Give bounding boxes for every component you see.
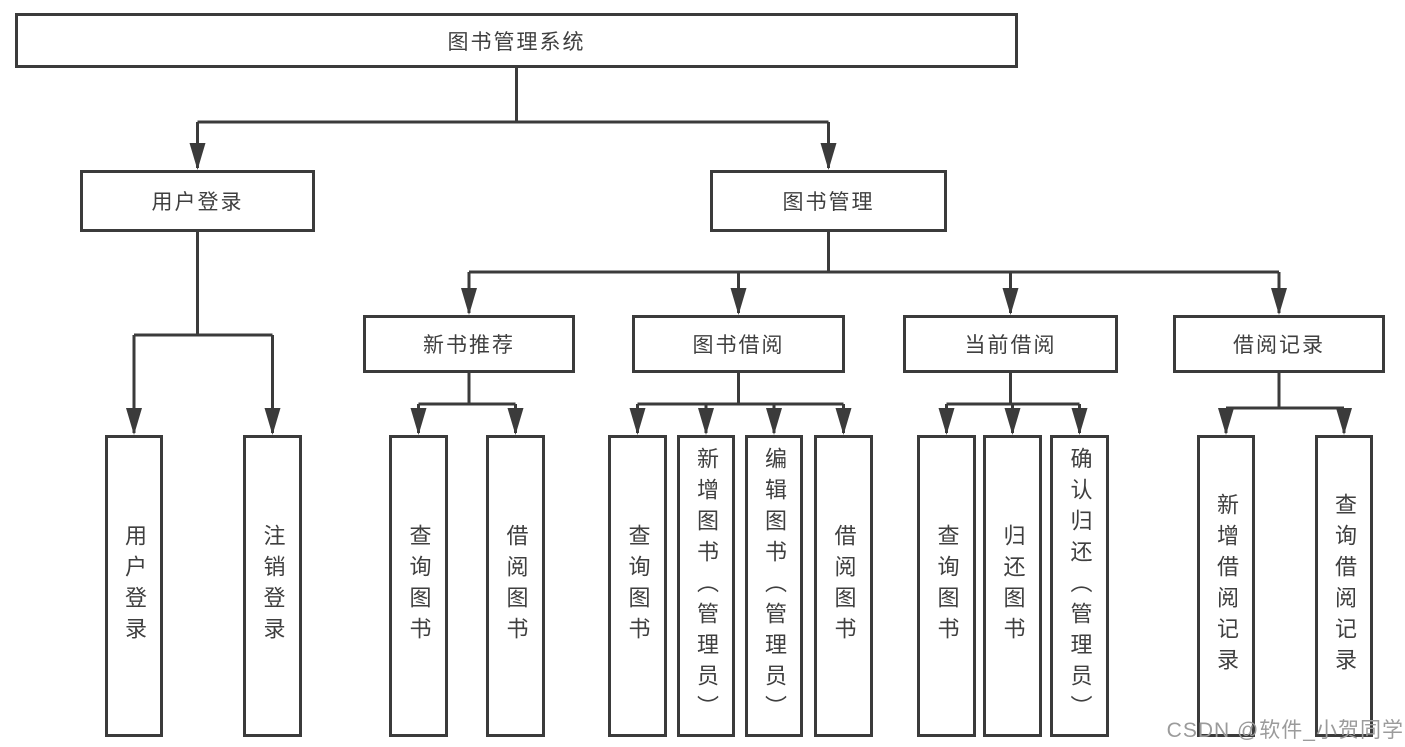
leaf-bb-borrow-book: 借阅图书 — [814, 435, 873, 737]
arrow-down-icon — [1218, 408, 1234, 435]
watermark: CSDN @软件_小贺同学 — [1166, 719, 1404, 742]
connector-book-borrow-to-leaves — [629, 373, 852, 435]
node-book-management: 图书管理 — [710, 170, 947, 232]
arrow-down-icon — [461, 288, 477, 315]
leaf-br-add-record: 新增借阅记录 — [1197, 435, 1255, 737]
arrow-down-icon — [1271, 288, 1287, 315]
leaf-nb-query-book: 查询图书 — [389, 435, 448, 737]
leaf-cb-return-book: 归还图书 — [983, 435, 1042, 737]
leaf-bb-edit-book-admin: 编辑图书（管理员） — [745, 435, 803, 737]
arrow-down-icon — [820, 143, 837, 170]
node-current-borrow: 当前借阅 — [903, 315, 1118, 373]
connector-new-book-to-leaves — [410, 373, 524, 435]
leaf-nb-borrow-book: 借阅图书 — [486, 435, 545, 737]
arrow-down-icon — [507, 408, 524, 435]
arrow-down-icon — [629, 408, 646, 435]
connector-borrow-records-to-leaves — [1218, 373, 1352, 435]
arrow-down-icon — [1336, 408, 1352, 435]
leaf-logout: 注销登录 — [243, 435, 302, 737]
leaf-br-query-record: 查询借阅记录 — [1315, 435, 1373, 737]
arrow-down-icon — [126, 408, 142, 435]
arrow-down-icon — [1071, 408, 1088, 435]
arrow-down-icon — [766, 408, 782, 435]
arrow-down-icon — [835, 408, 852, 435]
leaf-bb-query-book: 查询图书 — [608, 435, 667, 737]
node-borrow-records: 借阅记录 — [1173, 315, 1385, 373]
arrow-down-icon — [189, 143, 206, 170]
arrow-down-icon — [1002, 288, 1019, 315]
connector-root-to-level2 — [189, 68, 837, 170]
connector-user-login-to-leaves — [126, 232, 281, 435]
node-book-borrow: 图书借阅 — [632, 315, 845, 373]
arrow-down-icon — [264, 408, 281, 435]
arrow-down-icon — [410, 408, 427, 435]
node-new-book-recommend: 新书推荐 — [363, 315, 575, 373]
arrow-down-icon — [698, 408, 714, 435]
leaf-cb-query-book: 查询图书 — [917, 435, 976, 737]
node-root: 图书管理系统 — [15, 13, 1018, 68]
node-user-login: 用户登录 — [80, 170, 315, 232]
arrow-down-icon — [938, 408, 955, 435]
leaf-bb-add-book-admin: 新增图书（管理员） — [677, 435, 735, 737]
arrow-down-icon — [1004, 408, 1021, 435]
connector-current-borrow-to-leaves — [938, 373, 1088, 435]
leaf-cb-confirm-return-admin: 确认归还（管理员） — [1050, 435, 1109, 737]
connector-book-management-to-level3 — [461, 232, 1287, 315]
leaf-user-login: 用户登录 — [105, 435, 163, 737]
arrow-down-icon — [730, 288, 747, 315]
